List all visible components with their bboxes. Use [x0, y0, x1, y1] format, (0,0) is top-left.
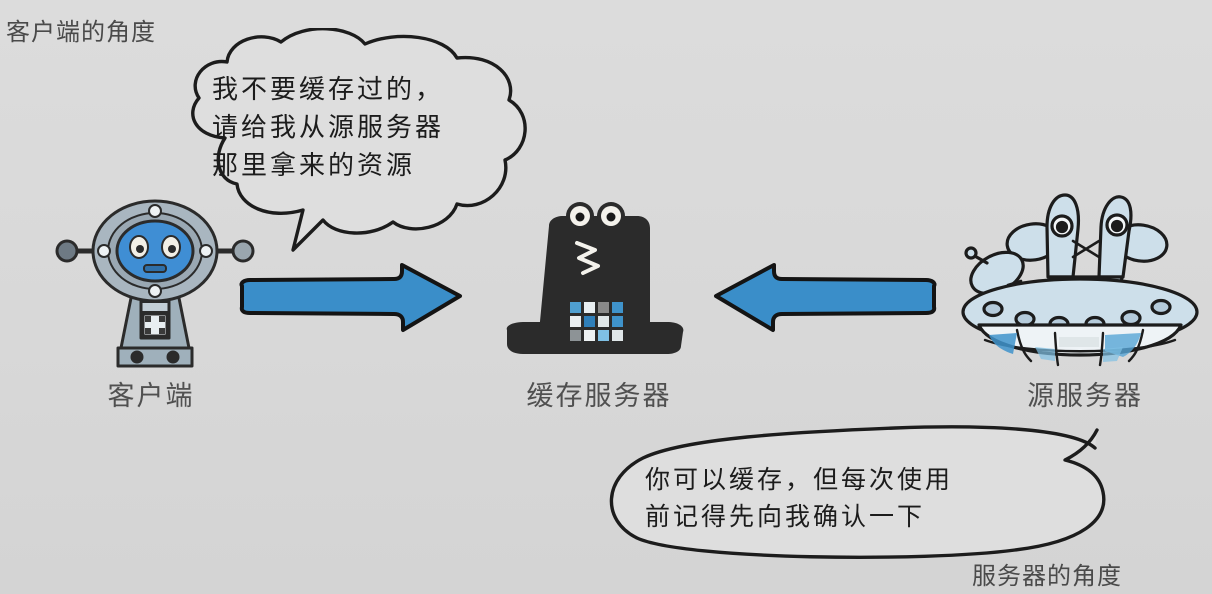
request-arrow: [236, 262, 466, 334]
origin-server-caption: 源服务器: [1027, 381, 1143, 412]
cache-server-eyes: [566, 202, 625, 230]
server-speech-bubble: [595, 424, 1115, 564]
client-perspective-label: 客户端的角度: [6, 18, 156, 46]
cache-server-mouth: [575, 241, 600, 275]
top-hat-building-icon: [506, 202, 684, 354]
client-speech-bubble: [165, 28, 555, 278]
robot-icon: [55, 199, 255, 368]
server-perspective-label: 服务器的角度: [972, 562, 1122, 590]
client-node: [40, 196, 270, 371]
cache-server-node: [495, 188, 695, 368]
client-caption: 客户端: [107, 381, 195, 412]
origin-server-node: [955, 185, 1205, 370]
client-bubble-text: 我不要缓存过的， 请给我从源服务器 那里拿来的资源: [212, 75, 445, 181]
response-arrow: [710, 262, 940, 334]
cache-server-windows: [570, 302, 623, 341]
server-bubble-text: 你可以缓存，但每次使用 前记得先向我确认一下: [645, 465, 954, 531]
ufo-icon: [961, 193, 1199, 367]
cache-server-caption: 缓存服务器: [526, 381, 672, 412]
